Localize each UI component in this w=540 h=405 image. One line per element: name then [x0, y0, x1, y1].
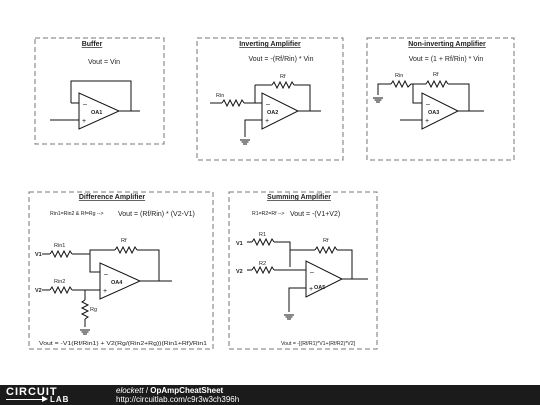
- opamp-plus-sign: +: [425, 118, 429, 125]
- summing-circuit: – + OA5 V1 V2 R1 R2 Rf: [236, 232, 368, 320]
- opamp-label: OA5: [314, 285, 325, 291]
- opamp-plus-sign: +: [82, 118, 86, 125]
- v1-label: V1: [236, 241, 243, 247]
- v1-label: V1: [35, 252, 42, 258]
- rf-label: Rf: [323, 238, 329, 244]
- opamp-oa2: [261, 92, 300, 130]
- resistor-r2: [251, 265, 275, 275]
- difference-panel: Difference Amplifier Rin1=Rin2 & Rf=Rg -…: [28, 191, 214, 350]
- circuitlab-logo[interactable]: CIRCUIT LAB: [6, 386, 98, 404]
- buffer-frame: [34, 37, 165, 145]
- noninverting-equation: Vout = (1 + Rf/Rin) * Vin: [409, 56, 484, 63]
- opamp-plus-sign: +: [309, 286, 313, 293]
- inverting-circuit: – + OA2 Rf Rin: [210, 74, 321, 145]
- rf-label: Rf: [280, 74, 286, 80]
- r2-label: R2: [259, 261, 266, 267]
- opamp-plus-sign: +: [103, 288, 107, 295]
- logo-arrow-icon: [42, 396, 48, 402]
- opamp-plus-sign: +: [265, 118, 269, 125]
- logo-circuit-text: CIRCUIT: [6, 386, 58, 398]
- v2-label: V2: [236, 269, 243, 275]
- buffer-title: Buffer: [82, 41, 103, 48]
- opamp-minus-sign: –: [266, 101, 270, 108]
- resistor-rf: [271, 80, 295, 90]
- resistor-r1: [251, 237, 275, 247]
- opamp-minus-sign: –: [104, 271, 108, 278]
- opamp-label: OA2: [267, 110, 278, 116]
- opamp-minus-sign: –: [426, 101, 430, 108]
- buffer-circuit: – + OA1: [50, 80, 140, 130]
- author-line: elockett / OpAmpCheatSheet: [116, 386, 223, 395]
- inverting-title: Inverting Amplifier: [239, 41, 301, 48]
- schematic-svg: Buffer Vout = Vin – + OA1 Inverting Ampl…: [28, 37, 515, 350]
- author-name[interactable]: elockett: [116, 386, 144, 395]
- path-separator: /: [145, 386, 149, 395]
- difference-title: Difference Amplifier: [79, 194, 146, 201]
- difference-general-equation: Vout = -V1(Rf/Rin1) + V2(Rg/(Rin2+Rg))(R…: [39, 341, 207, 347]
- opamp-minus-sign: –: [310, 269, 314, 276]
- summing-title: Summing Amplifier: [267, 194, 331, 201]
- resistor-rf: [114, 245, 138, 255]
- circuit-url[interactable]: http://circuitlab.com/c9r3w3ch396h: [116, 395, 240, 404]
- opamp-oa5: [305, 260, 344, 298]
- resistor-rg: [80, 299, 90, 320]
- opamp-label: OA3: [428, 110, 439, 116]
- buffer-equation: Vout = Vin: [88, 59, 120, 66]
- inverting-panel: Inverting Amplifier Vout = -(Rf/Rin) * V…: [196, 37, 344, 161]
- summing-frame: [228, 191, 378, 350]
- rin2-label: Rin2: [54, 279, 65, 285]
- rin1-label: Rin1: [54, 243, 65, 249]
- ground-icon: [239, 139, 251, 145]
- rg-label: Rg: [90, 307, 97, 313]
- noninverting-title: Non-inverting Amplifier: [408, 41, 486, 48]
- resistor-rf: [314, 245, 338, 255]
- footer-bar: CIRCUIT LAB elockett / OpAmpCheatSheet h…: [0, 385, 540, 405]
- inverting-frame: [196, 37, 344, 161]
- resistor-rf: [425, 79, 449, 89]
- schematic-canvas: Buffer Vout = Vin – + OA1 Inverting Ampl…: [28, 37, 515, 350]
- r1-label: R1: [259, 232, 266, 238]
- resistor-rin: [221, 98, 245, 108]
- rf-label: Rf: [121, 238, 127, 244]
- circuit-name[interactable]: OpAmpCheatSheet: [150, 386, 224, 395]
- opamp-oa1: [78, 92, 121, 130]
- ground-icon: [372, 97, 384, 103]
- noninverting-frame: [366, 37, 515, 161]
- opamp-oa4: [99, 262, 142, 300]
- summing-general-equation: Vout = -[(Rf/R1)*V1+(Rf/R2)*V2]: [281, 341, 356, 347]
- buffer-panel: Buffer Vout = Vin – + OA1: [34, 37, 165, 145]
- resistor-rin: [390, 79, 412, 89]
- summing-equation: Vout = -(V1+V2): [290, 211, 340, 218]
- noninverting-circuit: – + OA3 Rf Rin: [372, 72, 484, 130]
- opamp-oa3: [421, 92, 460, 130]
- opamp-minus-sign: –: [83, 101, 87, 108]
- difference-frame: [28, 191, 214, 350]
- difference-condition: Rin1=Rin2 & Rf=Rg -->: [50, 211, 103, 217]
- rin-label: Rin: [216, 93, 224, 99]
- opamp-label: OA4: [111, 280, 123, 286]
- difference-circuit: – + OA4 V1 V2 Rin1 Rin2 Rf Rg: [35, 238, 172, 335]
- rf-label: Rf: [433, 72, 439, 78]
- resistor-rin2: [49, 285, 73, 295]
- resistor-rin1: [49, 249, 73, 259]
- logo-line: [6, 399, 46, 400]
- summing-panel: Summing Amplifier R1=R2=Rf --> Vout = -(…: [228, 191, 378, 350]
- noninverting-panel: Non-inverting Amplifier Vout = (1 + Rf/R…: [366, 37, 515, 161]
- inverting-equation: Vout = -(Rf/Rin) * Vin: [248, 56, 313, 63]
- v2-label: V2: [35, 288, 42, 294]
- summing-condition: R1=R2=Rf -->: [252, 211, 284, 217]
- difference-equation: Vout = (Rf/Rin) * (V2-V1): [118, 211, 195, 218]
- ground-icon: [283, 314, 295, 320]
- opamp-label: OA1: [91, 110, 102, 116]
- rin-label: Rin: [395, 73, 403, 79]
- ground-icon: [79, 329, 91, 335]
- logo-lab-text: LAB: [50, 395, 70, 404]
